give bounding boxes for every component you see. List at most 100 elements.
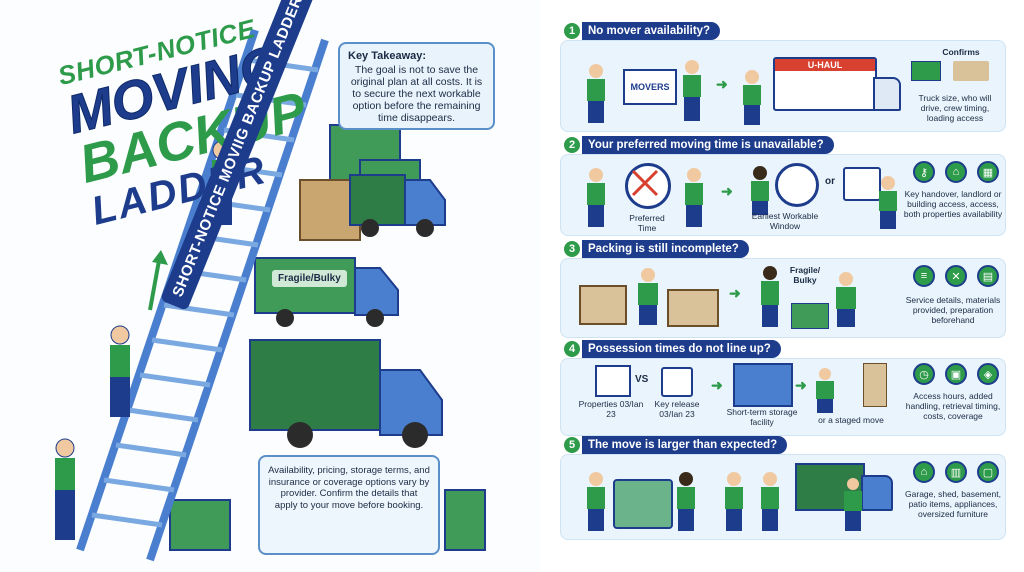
properties-caption: Properties 03/Ian 23 — [578, 399, 644, 419]
worker-figure — [55, 438, 75, 540]
worker-figure — [831, 271, 861, 332]
worker-figure — [679, 59, 705, 126]
workers-icon — [953, 61, 989, 81]
section-number: 4 — [564, 341, 580, 357]
worker-figure — [673, 471, 699, 536]
wheel — [416, 219, 434, 237]
box — [444, 489, 486, 551]
wheel — [366, 309, 384, 327]
preferred-time-caption: Preferred Time — [629, 213, 665, 233]
section-1-header: 1 No mover availability? — [564, 22, 721, 40]
section-title: Possession times do not line up? — [582, 340, 781, 358]
worker-figure — [583, 471, 609, 536]
truck-cab — [379, 369, 443, 436]
storage-facility — [733, 363, 793, 407]
section-5-header: 5 The move is larger than expected? — [564, 436, 788, 454]
calendar-icon — [661, 367, 693, 397]
worker-figure — [681, 167, 707, 232]
section-3-panel: ➜ Fragile/ Bulky ≡ ✕ ▤ Service details, … — [560, 258, 1006, 338]
worker-figure — [739, 69, 765, 130]
arrow-right-icon: ➜ — [711, 377, 723, 393]
worker-figure — [757, 265, 783, 332]
confirms-label: Confirms — [942, 47, 980, 57]
worker-figure — [813, 367, 837, 418]
section-4-note: Access hours, added handling, retrieval … — [905, 391, 1001, 421]
box-icon: ▣ — [945, 363, 967, 385]
movers-sign: MOVERS — [623, 69, 677, 105]
section-1-note: Truck size, who will drive, crew timing,… — [918, 93, 992, 123]
arrow-right-icon: ➜ — [729, 285, 741, 301]
disclaimer-box: Availability, pricing, storage terms, an… — [258, 455, 440, 555]
key-takeaway-box: Key Takeaway: The goal is not to save th… — [338, 42, 495, 130]
section-number: 1 — [564, 23, 580, 39]
truck-cab — [404, 179, 446, 226]
left-illustration: SHORT-NOTICE MOVING BACKUP LADDER SHORT-… — [55, 0, 495, 562]
open-box — [579, 285, 627, 325]
or-label: or — [825, 176, 835, 187]
truck-cab — [873, 77, 901, 111]
section-number: 2 — [564, 137, 580, 153]
truck-cab — [354, 267, 399, 316]
section-title: The move is larger than expected? — [582, 436, 788, 454]
worker-figure — [110, 325, 130, 417]
key-release-caption: Key release 03/Ian 23 — [654, 399, 700, 419]
section-title: Packing is still incomplete? — [582, 240, 749, 258]
arrow-right-icon: ➜ — [795, 377, 807, 393]
document-icon: ▤ — [977, 265, 999, 287]
shed-icon: ▥ — [945, 461, 967, 483]
storage-caption: Short-term storage facility — [726, 407, 798, 427]
worker-figure — [875, 175, 901, 234]
worker-figure — [583, 63, 609, 128]
staged-move-caption: or a staged move — [818, 415, 884, 425]
earliest-window-caption: Earliest Workable Window — [751, 211, 819, 231]
clock-icon: ◷ — [913, 363, 935, 385]
section-4-header: 4 Possession times do not line up? — [564, 340, 781, 358]
shield-icon: ◈ — [977, 363, 999, 385]
worker-figure — [841, 477, 865, 536]
ladder-rail — [146, 38, 329, 562]
section-number: 5 — [564, 437, 580, 453]
fragile-bulky-caption: Fragile/ Bulky — [789, 265, 821, 285]
uhaul-truck: U-HAUL — [773, 57, 877, 111]
fragile-label: Fragile/Bulky — [272, 270, 347, 287]
list-icon: ≡ — [913, 265, 935, 287]
box — [169, 499, 231, 551]
up-arrow-icon — [152, 250, 168, 265]
wheel — [361, 219, 379, 237]
section-3-header: 3 Packing is still incomplete? — [564, 240, 749, 258]
truck-cab — [861, 475, 893, 511]
vs-label: VS — [635, 374, 649, 385]
truck-brand: U-HAUL — [775, 59, 875, 71]
appliance-icon: ▢ — [977, 461, 999, 483]
key-icon: ⚷ — [913, 161, 935, 183]
truck-icon — [911, 61, 941, 81]
section-title: No mover availability? — [582, 22, 721, 40]
wheel — [287, 422, 313, 448]
takeaway-heading: Key Takeaway: — [348, 50, 427, 62]
section-title: Your preferred moving time is unavailabl… — [582, 136, 834, 154]
worker-figure — [633, 267, 663, 330]
clock-crossed-icon — [625, 163, 671, 209]
house-icon — [595, 365, 631, 397]
section-1-panel: MOVERS ➜ U-HAUL Confirms Truck size, who… — [560, 40, 1006, 132]
section-5-note: Garage, shed, basement, patio items, app… — [905, 489, 1001, 519]
truck-cargo — [249, 339, 381, 431]
furniture-pile — [613, 479, 673, 529]
worker-figure — [583, 167, 609, 232]
section-4-panel: Properties 03/Ian 23 VS Key release 03/I… — [560, 358, 1006, 436]
arrow-right-icon: ➜ — [721, 183, 733, 199]
section-5-panel: ⌂ ▥ ▢ Garage, shed, basement, patio item… — [560, 454, 1006, 540]
steps-column: 1 No mover availability? MOVERS ➜ U-HAUL… — [560, 0, 1024, 572]
wheel — [402, 422, 428, 448]
arrow-right-icon: ➜ — [716, 76, 728, 92]
section-2-panel: Preferred Time ➜ Earliest Workable Windo… — [560, 154, 1006, 236]
calendar-icon: ▦ — [977, 161, 999, 183]
section-2-header: 2 Your preferred moving time is unavaila… — [564, 136, 834, 154]
open-box — [667, 289, 719, 327]
stacked-boxes — [863, 363, 887, 407]
worker-figure — [757, 471, 783, 536]
truck-cargo — [349, 174, 406, 226]
building-icon: ⌂ — [945, 161, 967, 183]
section-2-note: Key handover, landlord or building acces… — [903, 189, 1003, 219]
worker-figure — [721, 471, 747, 536]
